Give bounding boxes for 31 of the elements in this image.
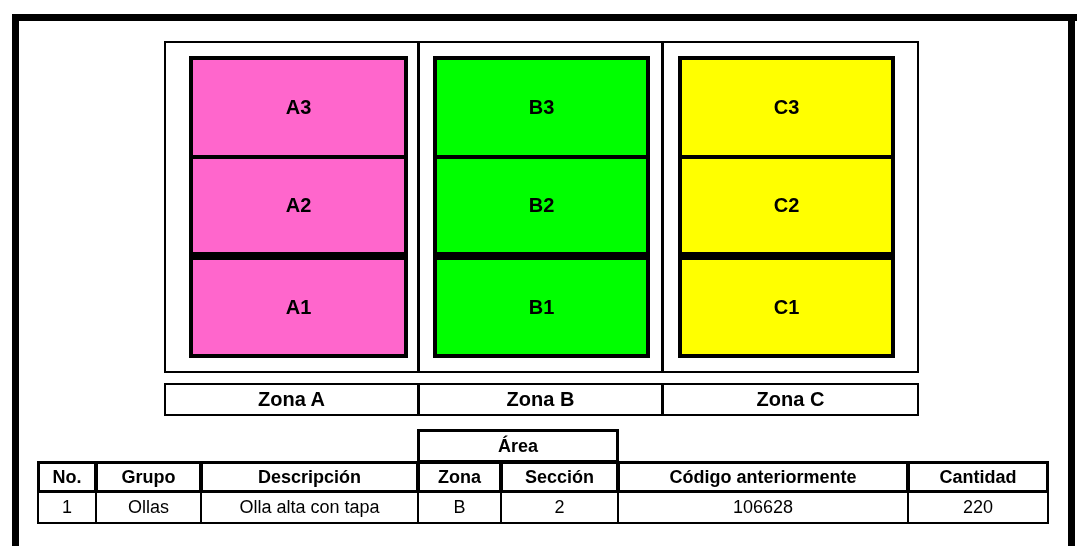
column-header-cell: Grupo bbox=[95, 461, 202, 493]
zone-label: Zona B bbox=[506, 388, 575, 411]
section-label: B1 bbox=[528, 295, 555, 319]
section-label: A3 bbox=[285, 96, 312, 119]
column-header-cell: Sección bbox=[500, 461, 619, 493]
zone-label: Zona C bbox=[756, 388, 825, 411]
zone-label-box bbox=[662, 383, 919, 416]
section-label: B3 bbox=[528, 96, 555, 119]
column-header-cell: Descripción bbox=[200, 461, 419, 493]
section-label: A1 bbox=[285, 295, 312, 319]
storage-section bbox=[678, 256, 895, 358]
group-header-cell: Área bbox=[417, 429, 619, 463]
column-header-cell: Zona bbox=[417, 461, 502, 493]
section-label: C1 bbox=[773, 295, 800, 319]
storage-section bbox=[433, 256, 650, 358]
zone-label-box bbox=[164, 383, 419, 416]
section-label: C2 bbox=[773, 194, 800, 217]
zone-label: Zona A bbox=[258, 388, 325, 411]
table-cell: 220 bbox=[907, 491, 1049, 524]
table-cell: 1 bbox=[37, 491, 97, 524]
zone-label-box bbox=[418, 383, 663, 416]
column-header-cell: Código anteriormente bbox=[617, 461, 909, 493]
column-header-cell: Cantidad bbox=[907, 461, 1049, 493]
rack-frame bbox=[164, 41, 419, 373]
section-label: A2 bbox=[285, 194, 312, 217]
section-label: C3 bbox=[773, 96, 800, 119]
rack-frame bbox=[418, 41, 663, 373]
rack-frame bbox=[662, 41, 919, 373]
section-label: B2 bbox=[528, 194, 555, 217]
storage-section bbox=[189, 256, 408, 358]
column-header-cell: No. bbox=[37, 461, 97, 493]
